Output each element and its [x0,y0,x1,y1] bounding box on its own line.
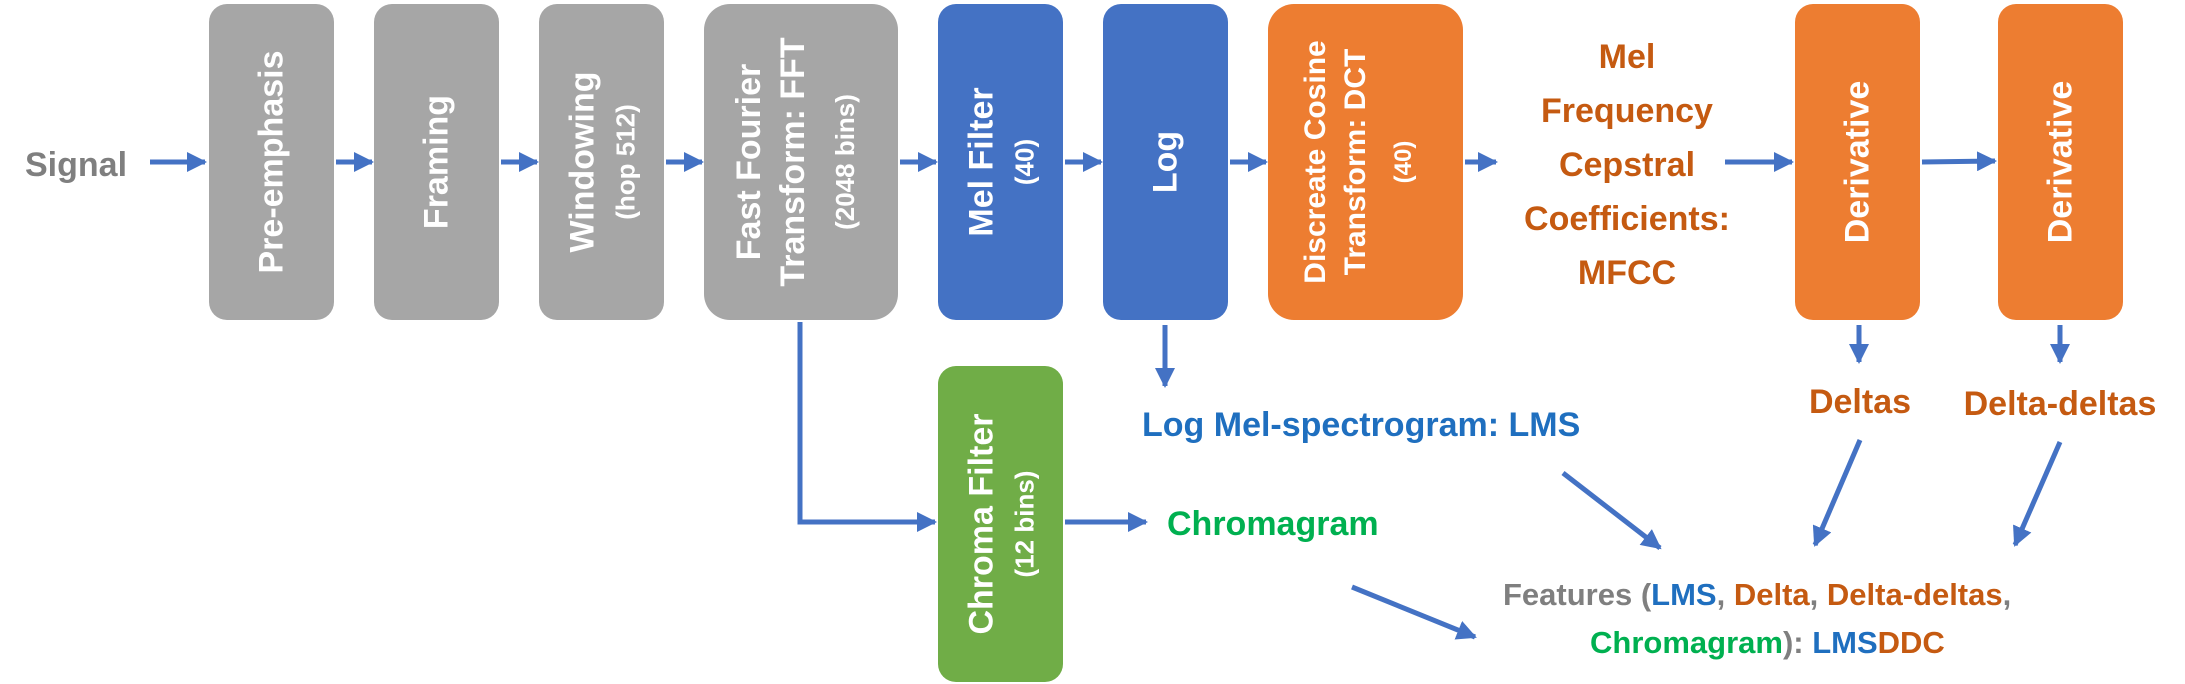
box-mel-filter: Mel Filter (40) [938,4,1063,320]
arrow-delta-deltas-to-features [2012,440,2063,547]
arrow-deltas-to-features [1812,439,1863,547]
delta-deltas-label: Delta-deltas [1964,385,2157,423]
box-dct-sublabel: (40) [1390,141,1417,184]
box-derivative-1: Derivative [1795,4,1920,320]
box-log-label: Log [1147,131,1185,193]
box-framing: Framing [374,4,499,320]
box-pre-emphasis: Pre-emphasis [209,4,334,320]
box-chroma-filter-label: Chroma Filter [963,413,1001,634]
arrow-derivative1-to-derivative2 [1921,151,1997,172]
box-derivative-1-label: Derivative [1839,81,1877,244]
box-log: Log [1103,4,1228,320]
mfcc-label-line2: Frequency [1541,92,1713,130]
mfcc-label-line5: MFCC [1578,254,1676,292]
box-dct-label-line1: Discreate Cosine [1299,40,1332,283]
arrows [150,151,2070,640]
arrow-lms-to-features [1561,471,1662,550]
features-sep1: , [1717,577,1734,612]
features-delta-deltas: Delta-deltas [1827,577,2003,612]
box-derivative-2: Derivative [1998,4,2123,320]
box-chroma-filter: Chroma Filter (12 bins) [938,366,1063,682]
box-windowing-sublabel: (hop 512) [611,104,641,220]
signal-label: Signal [25,146,127,184]
box-chroma-filter-sublabel: (12 bins) [1010,471,1040,578]
features-lms: LMS [1651,577,1716,612]
features-delta: Delta [1734,577,1811,612]
box-derivative-2-label: Derivative [2042,81,2080,244]
box-fft: Fast Fourier Transform: FFT (2048 bins) [704,4,898,320]
lms-label: Log Mel-spectrogram: LMS [1142,406,1580,444]
box-dct-label-line2: Transform: DCT [1339,49,1372,276]
box-dct: Discreate Cosine Transform: DCT (40) [1268,4,1463,320]
box-framing-label: Framing [418,95,456,229]
features-chromagram: Chromagram [1590,625,1783,660]
features-sep2: , [1810,577,1827,612]
mfcc-label-line1: Mel [1599,38,1656,76]
mfcc-label-line4: Coefficients: [1524,200,1730,238]
deltas-label: Deltas [1809,383,1911,421]
features-lmsddc-lms: LMS [1812,625,1877,660]
features-lmsddc-ddc: DDC [1878,625,1945,660]
box-windowing: Windowing (hop 512) [539,4,664,320]
arrow-chromagram-to-features [1351,584,1477,640]
box-mel-filter-label: Mel Filter [963,87,1001,236]
mfcc-label-line3: Cepstral [1559,146,1695,184]
box-fft-sublabel: (2048 bins) [830,94,860,230]
features-prefix: Features ( [1503,577,1652,612]
arrow-fft-to-chroma [797,322,937,532]
box-fft-label-line2: Transform: FFT [774,37,812,287]
features-sep3: , [2003,577,2012,612]
features-label-line1: Features (LMS, Delta, Delta-deltas, [1503,577,2011,612]
mfcc-label: Mel Frequency Cepstral Coefficients: MFC… [1524,38,1730,292]
box-fft-label-line1: Fast Fourier [730,64,768,260]
features-mid: ): [1783,625,1812,660]
chromagram-label: Chromagram [1167,505,1379,543]
box-pre-emphasis-label: Pre-emphasis [253,51,291,274]
box-windowing-label: Windowing [564,72,602,253]
features-label-line2: Chromagram): LMSDDC [1590,625,1945,660]
box-mel-filter-sublabel: (40) [1010,139,1040,185]
